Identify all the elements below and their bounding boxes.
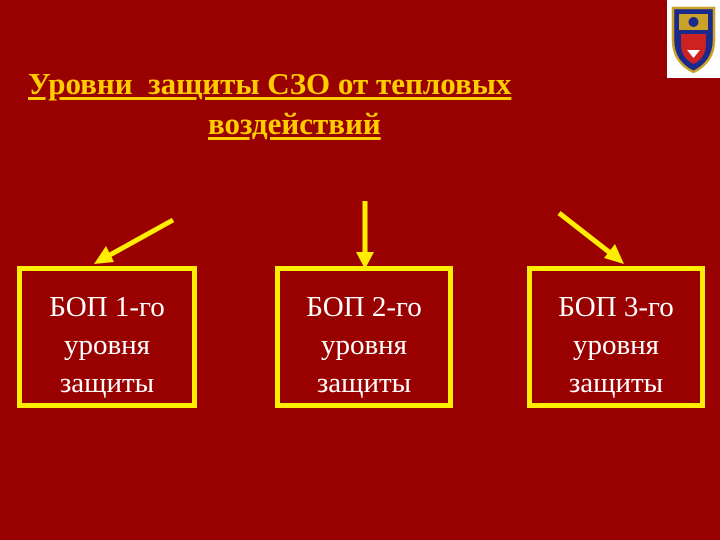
box-line: защиты xyxy=(568,367,664,399)
slide-title: Уровни защиты СЗО от тепловых воздействи… xyxy=(28,64,628,144)
box-line: уровня xyxy=(63,329,151,361)
bop-level-3-box: БОП 3-го уровня защиты xyxy=(527,266,705,408)
title-line-1: Уровни защиты СЗО от тепловых xyxy=(28,66,512,101)
box-line: уровня xyxy=(572,329,660,361)
box-line: защиты xyxy=(316,367,412,399)
arrow-right-icon xyxy=(557,211,624,264)
arrow-down-icon xyxy=(356,201,374,269)
box-line: уровня xyxy=(320,329,408,361)
arrow-left-icon xyxy=(94,217,175,264)
box-line: защиты xyxy=(59,367,155,399)
bop-level-1-box: БОП 1-го уровня защиты xyxy=(17,266,197,408)
box-line: БОП 2-го xyxy=(306,291,422,323)
title-line-2: воздействий xyxy=(208,106,381,141)
box-line: БОП 1-го xyxy=(49,291,165,323)
bop-level-2-box: БОП 2-го уровня защиты xyxy=(275,266,453,408)
emblem-icon xyxy=(667,0,720,78)
box-line: БОП 3-го xyxy=(558,291,674,323)
